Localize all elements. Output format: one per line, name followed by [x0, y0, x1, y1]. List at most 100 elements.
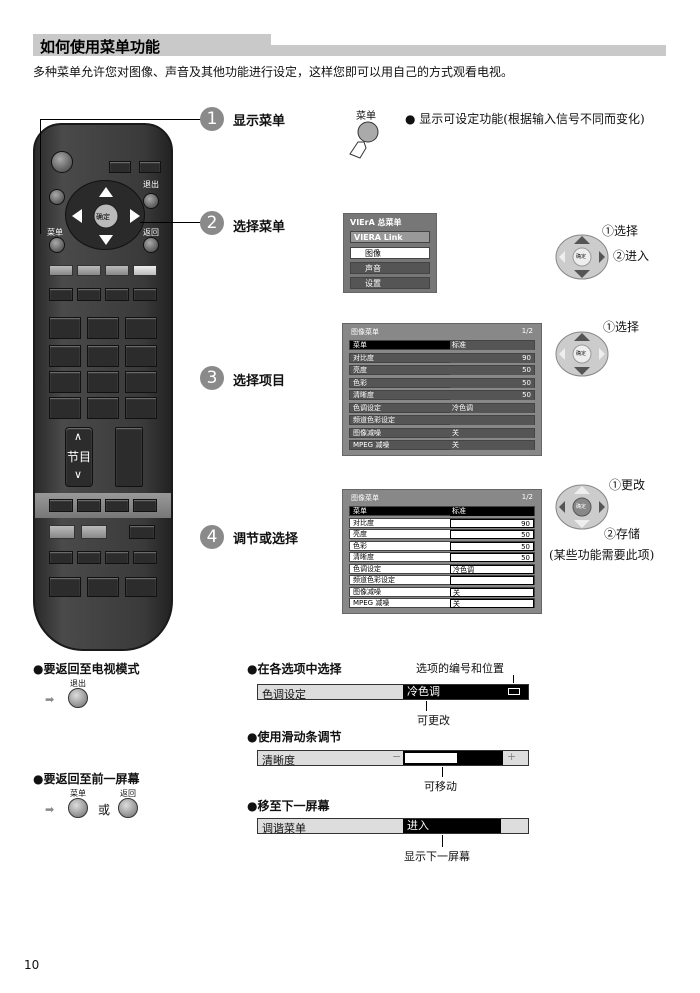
num-button-7[interactable]: [49, 371, 81, 393]
pm4-page: 1/2: [521, 493, 533, 501]
exit-small-button[interactable]: [68, 688, 88, 708]
picture-menu-row[interactable]: 频道色彩设定: [349, 575, 535, 585]
picture-menu-row-value-text: 90: [522, 353, 531, 362]
media-button-14[interactable]: [125, 577, 157, 597]
back-small-button[interactable]: [118, 798, 138, 818]
remote-top-button-1[interactable]: [109, 161, 131, 173]
num-button-10[interactable]: [49, 397, 81, 419]
volume-rocker[interactable]: [115, 427, 143, 487]
picture-menu-row-value: 50: [450, 366, 534, 375]
main-menu-item-picture[interactable]: 图像: [350, 247, 430, 259]
picture-menu-row[interactable]: 色调设定冷色调: [349, 563, 535, 574]
remote-top-button-2[interactable]: [139, 161, 161, 173]
nav-dpad-4-icon: [555, 484, 609, 530]
green-button[interactable]: [77, 265, 101, 276]
media-button-6[interactable]: [81, 525, 107, 539]
media-button-4[interactable]: [133, 499, 157, 512]
channel-rocker[interactable]: ∧ 节目 ∨: [65, 427, 93, 487]
media-button-2[interactable]: [77, 499, 101, 512]
picture-menu-row-value: 标准: [450, 341, 534, 350]
picture-menu-row[interactable]: 图像减噪关: [349, 427, 535, 438]
func-button-4[interactable]: [133, 288, 157, 301]
num-button-9[interactable]: [125, 371, 157, 393]
num-button-6[interactable]: [125, 345, 157, 367]
num-button-5[interactable]: [87, 345, 119, 367]
picture-menu-row-label: 对比度: [353, 353, 374, 362]
picture-menu-row[interactable]: 图像减噪关: [349, 586, 535, 597]
picture-menu-row[interactable]: 对比度 90: [349, 352, 535, 363]
num-button-3[interactable]: [125, 317, 157, 339]
nav4-store: ②存储: [604, 527, 641, 541]
step-3-number: 3: [200, 366, 224, 390]
num-button-0[interactable]: [87, 397, 119, 419]
main-menu-item-setup[interactable]: 设置: [350, 277, 430, 289]
picture-menu-row-value: 冷色调: [450, 564, 534, 574]
intro-text: 多种菜单允许您对图像、声音及其他功能进行设定，这样您即可以用自己的方式观看电视。: [33, 65, 514, 79]
media-button-13[interactable]: [87, 577, 119, 597]
media-button-5[interactable]: [49, 525, 75, 539]
func-button-2[interactable]: [77, 288, 101, 301]
num-button-11[interactable]: [125, 397, 157, 419]
power-button[interactable]: [51, 151, 73, 173]
picture-menu-row[interactable]: 菜单标准: [349, 340, 535, 350]
media-button-12[interactable]: [49, 577, 81, 597]
media-button-1[interactable]: [49, 499, 73, 512]
menu-small-button[interactable]: [68, 798, 88, 818]
red-button[interactable]: [49, 265, 73, 276]
media-button-8[interactable]: [49, 551, 73, 564]
next-label: 调谐菜单: [262, 822, 306, 835]
menu-button[interactable]: [49, 237, 65, 253]
choose-bar: 色调设定 冷色调: [257, 684, 529, 701]
picture-menu-row-value: 关: [450, 441, 534, 450]
num-button-2[interactable]: [87, 317, 119, 339]
func-button-3[interactable]: [105, 288, 129, 301]
media-button-9[interactable]: [77, 551, 101, 564]
blue-button[interactable]: [133, 265, 157, 276]
arrow-right-icon-2: ➡: [45, 803, 55, 816]
num-button-4[interactable]: [49, 345, 81, 367]
main-menu-item-viera-link[interactable]: VIERA Link: [350, 231, 430, 243]
picture-menu-row-label: 色调设定: [353, 403, 381, 412]
picture-menu-row-value-text: 关: [452, 441, 459, 449]
picture-menu-row[interactable]: 频道色彩设定: [349, 415, 535, 425]
media-button-3[interactable]: [105, 499, 129, 512]
back-button[interactable]: [143, 237, 159, 253]
exit-button[interactable]: [143, 193, 159, 209]
step-2-label: 选择菜单: [233, 220, 286, 235]
channel-down-icon: ∨: [74, 468, 83, 481]
choose-caption-line: [513, 675, 514, 683]
main-menu-item-sound[interactable]: 声音: [350, 262, 430, 274]
arrow-right-icon: ➡: [45, 693, 55, 706]
picture-menu-row[interactable]: MPEG 减噪关: [349, 440, 535, 450]
picture-menu-row[interactable]: MPEG 减噪关: [349, 598, 535, 608]
picture-menu-row[interactable]: 菜单标准: [349, 506, 535, 516]
remote-side-button[interactable]: [49, 189, 65, 205]
yellow-button[interactable]: [105, 265, 129, 276]
media-button-7[interactable]: [129, 525, 155, 539]
dpad-arrows-icon: [72, 187, 140, 245]
picture-menu-row-value: 50: [450, 378, 534, 388]
nav2-ok: 确定: [576, 254, 587, 260]
dpad[interactable]: [65, 180, 145, 250]
slider-track[interactable]: [403, 751, 503, 765]
picture-menu-row-value-text: 50: [522, 366, 531, 374]
num-button-1[interactable]: [49, 317, 81, 339]
step-4-label: 调节或选择: [233, 532, 299, 547]
media-button-10[interactable]: [105, 551, 129, 564]
num-button-8[interactable]: [87, 371, 119, 393]
step-2-number: 2: [200, 211, 224, 235]
next-value[interactable]: 进入: [403, 819, 501, 833]
next-bar: 调谐菜单 进入: [257, 818, 529, 835]
picture-menu-row[interactable]: 色调设定冷色调: [349, 402, 535, 413]
media-button-11[interactable]: [133, 551, 157, 564]
title-bar: [33, 34, 666, 56]
func-button-1[interactable]: [49, 288, 73, 301]
